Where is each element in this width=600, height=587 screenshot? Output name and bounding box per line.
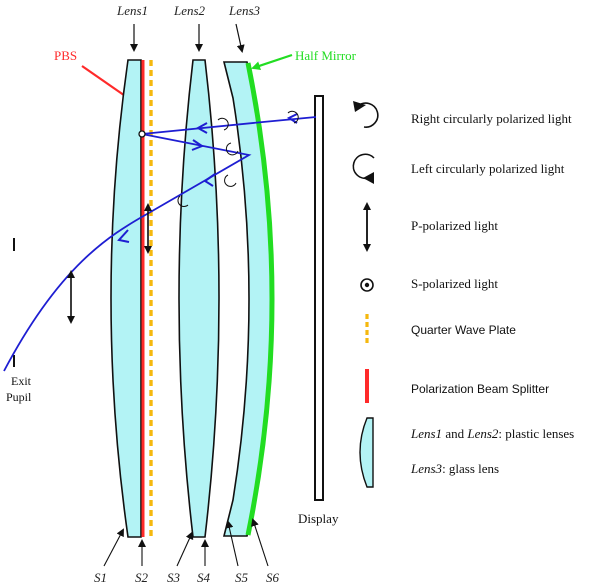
legend: Right circularly polarized light Left ci… (352, 101, 574, 488)
light-ray-path (3, 116, 317, 372)
lens2-shape (178, 59, 220, 538)
surface-label-s4: S4 (197, 570, 211, 585)
lens2-label: Lens2 (173, 3, 206, 18)
legend-qwp-label: Quarter Wave Plate (411, 323, 516, 337)
half-mirror-callout-label: Half Mirror (295, 48, 357, 63)
surface-label-s3: S3 (167, 570, 181, 585)
legend-pbs-label: Polarization Beam Splitter (411, 382, 549, 396)
display-label: Display (298, 511, 339, 526)
legend-plastic-suffix: : plastic lenses (498, 426, 574, 441)
legend-rcp-label: Right circularly polarized light (411, 111, 572, 126)
surface-label-s2: S2 (135, 570, 149, 585)
legend-plastic-lens1: Lens1 (410, 426, 442, 441)
display-panel (314, 95, 324, 501)
legend-glass-lens-label: Lens3: glass lens (410, 461, 499, 476)
lens3-label: Lens3 (228, 3, 261, 18)
exit-pupil-label-line1: Exit (11, 374, 32, 388)
surface-label-s5: S5 (235, 570, 249, 585)
s6-pointer (251, 518, 269, 567)
legend-glass-suffix: : glass lens (442, 461, 499, 476)
ray-arrow-4 (203, 173, 216, 187)
circular-pol-marker-1 (287, 110, 299, 124)
lens1-shape (110, 59, 142, 538)
exit-pupil-label-line2: Pupil (6, 390, 32, 404)
legend-lcp-icon (352, 153, 375, 184)
legend-lcp-label: Left circularly polarized light (411, 161, 565, 176)
legend-plastic-lens2: Lens2 (466, 426, 499, 441)
circular-pol-marker-4 (224, 174, 237, 187)
legend-s-icon (360, 278, 374, 292)
lens1-label: Lens1 (116, 3, 148, 18)
ray-arrow-1 (286, 113, 298, 124)
s-polarized-marker-on-pbs (138, 130, 146, 138)
half-mirror-layer (245, 62, 275, 536)
legend-plastic-and: and (442, 426, 467, 441)
legend-p-label: P-polarized light (411, 218, 498, 233)
surface-label-s6: S6 (266, 570, 280, 585)
pbs-callout-label: PBS (54, 48, 77, 63)
legend-plastic-lenses-label: Lens1 and Lens2: plastic lenses (410, 426, 574, 441)
circular-pol-marker-2 (217, 117, 229, 131)
s3-pointer (176, 531, 194, 567)
legend-s-label: S-polarized light (411, 276, 498, 291)
circular-pol-marker-3 (225, 142, 239, 156)
ray-arrow-2 (195, 122, 208, 134)
legend-glass-lens3: Lens3 (410, 461, 443, 476)
lens3-pointer-arrow (235, 23, 245, 53)
s5-pointer (225, 520, 239, 567)
lens3-shape (222, 61, 272, 537)
s1-pointer (103, 528, 124, 567)
ray-arrow-5 (117, 229, 130, 243)
ray-arrow-3 (191, 139, 205, 151)
legend-rcp-icon (353, 101, 379, 128)
legend-lens-icon (359, 417, 374, 488)
surface-label-s1: S1 (94, 570, 107, 585)
circular-pol-marker-5 (177, 195, 189, 207)
half-mirror-callout-arrow (251, 53, 293, 71)
